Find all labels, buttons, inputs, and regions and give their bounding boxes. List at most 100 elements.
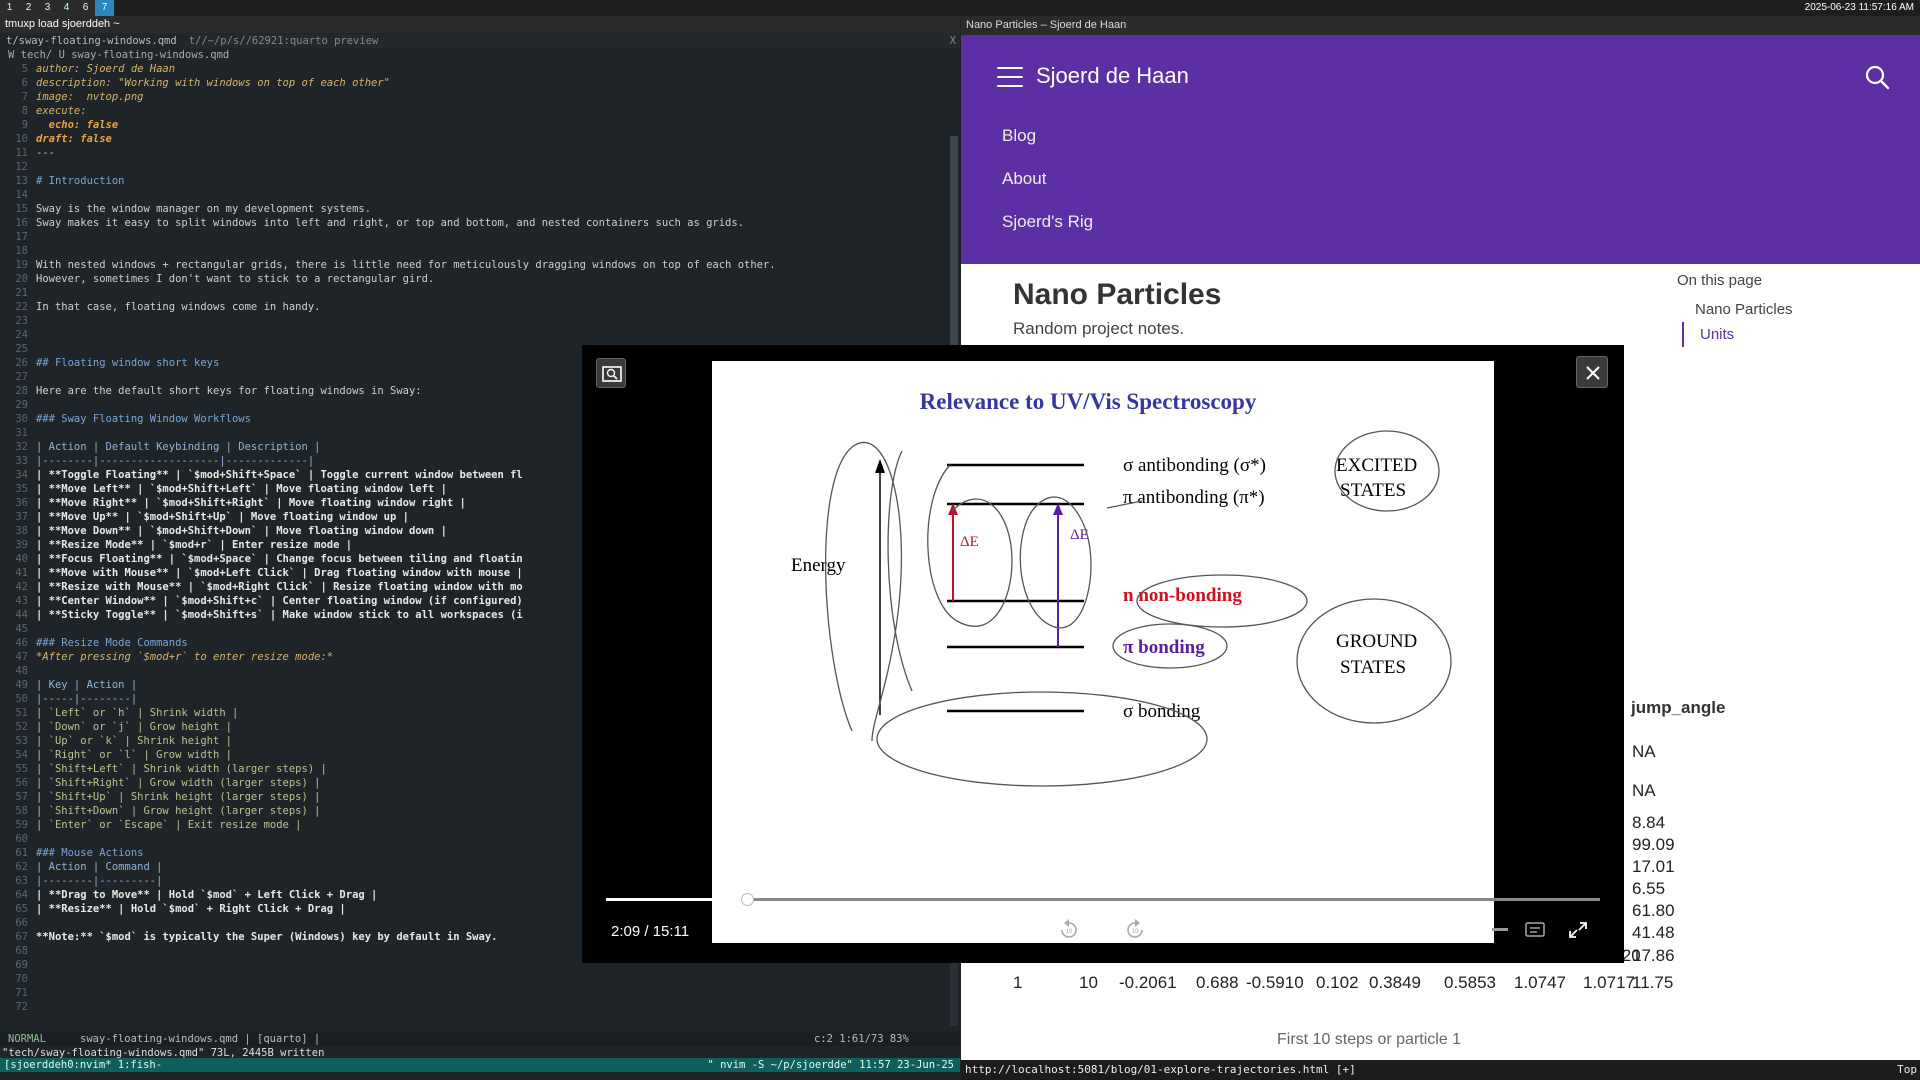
menu-icon[interactable] xyxy=(997,67,1023,89)
code-line[interactable]: 53| `Up` or `k` | Shrink height | xyxy=(0,734,952,748)
play-icon[interactable] xyxy=(1089,918,1115,942)
progress-handle[interactable] xyxy=(741,893,755,906)
code-line[interactable]: 31 xyxy=(0,426,952,440)
code-line[interactable]: 32| Action | Default Keybinding | Descri… xyxy=(0,440,952,454)
code-line[interactable]: 35| **Move Left** | `$mod+Shift+Left` | … xyxy=(0,482,952,496)
code-line[interactable]: 12 xyxy=(0,160,952,174)
toc-item-units[interactable]: Units xyxy=(1682,322,1907,347)
code-line[interactable]: 66 xyxy=(0,916,952,930)
code-line[interactable]: 45 xyxy=(0,622,952,636)
code-line[interactable]: 60 xyxy=(0,832,952,846)
code-line[interactable]: 52| `Down` or `j` | Grow height | xyxy=(0,720,952,734)
progress-track[interactable] xyxy=(606,898,1600,901)
code-line[interactable]: 64| **Drag to Move** | Hold `$mod` + Lef… xyxy=(0,888,952,902)
volume-icon[interactable] xyxy=(1403,918,1429,942)
fullscreen-icon[interactable] xyxy=(1565,918,1591,942)
volume-handle[interactable] xyxy=(1480,923,1493,935)
code-line[interactable]: 63|--------|---------| xyxy=(0,874,952,888)
code-line[interactable]: 69 xyxy=(0,958,952,972)
code-line[interactable]: 46### Resize Mode Commands xyxy=(0,636,952,650)
code-line[interactable]: 18 xyxy=(0,244,952,258)
rewind-10-icon[interactable]: 10 xyxy=(1056,918,1082,942)
code-line[interactable]: 43| **Center Window** | `$mod+Shift+c` |… xyxy=(0,594,952,608)
tab-sway-floating-windows[interactable]: t/sway-floating-windows.qmd xyxy=(0,35,183,47)
code-line[interactable]: 37| **Move Up** | `$mod+Shift+Up` | Move… xyxy=(0,510,952,524)
code-line[interactable]: 48 xyxy=(0,664,952,678)
code-line[interactable]: 30### Sway Floating Window Workflows xyxy=(0,412,952,426)
search-icon[interactable] xyxy=(1864,64,1890,90)
code-line[interactable]: 36| **Move Right** | `$mod+Shift+Right` … xyxy=(0,496,952,510)
picture-in-picture-button[interactable] xyxy=(596,358,626,388)
progress-fill xyxy=(606,898,748,901)
code-line[interactable]: 13# Introduction xyxy=(0,174,952,188)
code-line[interactable]: 51| `Left` or `h` | Shrink width | xyxy=(0,706,952,720)
code-line[interactable]: 57| `Shift+Up` | Shrink height (larger s… xyxy=(0,790,952,804)
nav-link-rig[interactable]: Sjoerd's Rig xyxy=(1002,212,1094,231)
code-line[interactable]: 47*After pressing `$mod+r` to enter resi… xyxy=(0,650,952,664)
code-line[interactable]: 55| `Shift+Left` | Shrink width (larger … xyxy=(0,762,952,776)
code-line[interactable]: 29 xyxy=(0,398,952,412)
code-line[interactable]: 56| `Shift+Right` | Grow width (larger s… xyxy=(0,776,952,790)
toc-item-nano-particles[interactable]: Nano Particles xyxy=(1695,301,1793,318)
code-line[interactable]: 67**Note:** `$mod` is typically the Supe… xyxy=(0,930,952,944)
code-line[interactable]: 33|--------|-------------------|--------… xyxy=(0,454,952,468)
code-line[interactable]: 9 echo: false xyxy=(0,118,952,132)
code-line[interactable]: 58| `Shift+Down` | Grow height (larger s… xyxy=(0,804,952,818)
code-line[interactable]: 26## Floating window short keys xyxy=(0,356,952,370)
tab-quarto-preview[interactable]: t//~/p/s//62921:quarto preview xyxy=(188,35,379,47)
workspace-3[interactable]: 3 xyxy=(38,0,57,16)
code-line[interactable]: 68 xyxy=(0,944,952,958)
code-line[interactable]: 61### Mouse Actions xyxy=(0,846,952,860)
code-line[interactable]: 23 xyxy=(0,314,952,328)
code-line[interactable]: 11--- xyxy=(0,146,952,160)
editor-scrollbar-thumb[interactable] xyxy=(950,136,958,436)
site-name[interactable]: Sjoerd de Haan xyxy=(1036,63,1189,88)
code-line[interactable]: 17 xyxy=(0,230,952,244)
tab-close-button[interactable]: X xyxy=(949,35,956,47)
forward-10-icon[interactable]: 10 xyxy=(1122,918,1148,942)
code-line[interactable]: 39| **Resize Mode** | `$mod+r` | Enter r… xyxy=(0,538,952,552)
code-line[interactable]: 59| `Enter` or `Escape` | Exit resize mo… xyxy=(0,818,952,832)
code-line[interactable]: 21 xyxy=(0,286,952,300)
nav-link-about[interactable]: About xyxy=(1002,169,1047,188)
code-line[interactable]: 14 xyxy=(0,188,952,202)
video-player[interactable]: Relevance to UV/Vis Spectroscopy Energy … xyxy=(582,345,1624,963)
code-line[interactable]: 50|-----|--------| xyxy=(0,692,952,706)
workspace-7[interactable]: 7 xyxy=(95,0,114,16)
code-line[interactable]: 72 xyxy=(0,1000,952,1014)
code-line[interactable]: 34| **Toggle Floating** | `$mod+Shift+Sp… xyxy=(0,468,952,482)
code-line[interactable]: 62| Action | Command | xyxy=(0,860,952,874)
close-button[interactable] xyxy=(1576,356,1608,388)
captions-icon[interactable] xyxy=(1522,918,1548,942)
code-line[interactable]: 49| Key | Action | xyxy=(0,678,952,692)
code-line[interactable]: 70 xyxy=(0,972,952,986)
nav-link-blog[interactable]: Blog xyxy=(1002,126,1037,145)
code-line[interactable]: 44| **Sticky Toggle** | `$mod+Shift+s` |… xyxy=(0,608,952,622)
code-line[interactable]: 40| **Focus Floating** | `$mod+Space` | … xyxy=(0,552,952,566)
code-line[interactable]: 25 xyxy=(0,342,952,356)
workspace-4[interactable]: 4 xyxy=(57,0,76,16)
code-line[interactable]: 24 xyxy=(0,328,952,342)
workspace-6[interactable]: 6 xyxy=(76,0,95,16)
workspace-1[interactable]: 1 xyxy=(0,0,19,16)
code-line[interactable]: 27 xyxy=(0,370,952,384)
code-line[interactable]: 54| `Right` or `l` | Grow width | xyxy=(0,748,952,762)
code-line[interactable]: 41| **Move with Mouse** | `$mod+Left Cli… xyxy=(0,566,952,580)
code-line[interactable]: 42| **Resize with Mouse** | `$mod+Right … xyxy=(0,580,952,594)
workspace-2[interactable]: 2 xyxy=(19,0,38,16)
code-line[interactable]: 65| **Resize** | Hold `$mod` + Right Cli… xyxy=(0,902,952,916)
code-line[interactable]: 71 xyxy=(0,986,952,1000)
code-line[interactable]: 38| **Move Down** | `$mod+Shift+Down` | … xyxy=(0,524,952,538)
